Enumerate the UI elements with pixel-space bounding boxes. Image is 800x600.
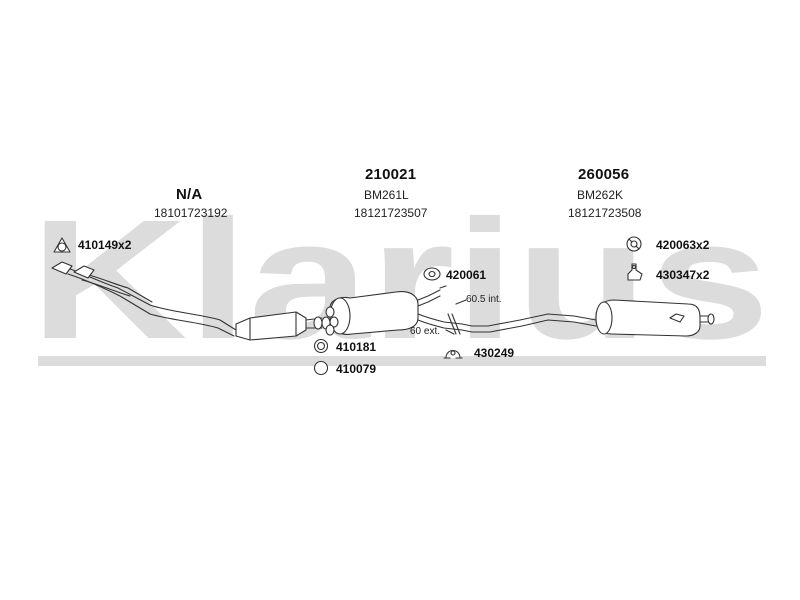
dimension-internal: 60.5 int. xyxy=(466,294,502,305)
section-1-ref: 18101723192 xyxy=(154,206,228,220)
front-pipe xyxy=(51,261,237,337)
watermark-underline xyxy=(38,356,766,366)
part-label-410181: 410181 xyxy=(336,340,377,354)
section-2-ref: 18121723507 xyxy=(354,206,428,220)
clamp-icon xyxy=(443,349,463,359)
section-1-number: N/A xyxy=(176,186,203,203)
gasket-icon xyxy=(53,237,71,253)
part-label-410149x2: 410149x2 xyxy=(78,238,132,252)
olive-ring-icon xyxy=(313,360,329,376)
sealing-ring-icon xyxy=(313,338,329,354)
front-silencer xyxy=(235,311,331,341)
intermediate-pipe xyxy=(447,313,597,335)
part-label-420063x2: 420063x2 xyxy=(656,238,710,252)
part-label-410079: 410079 xyxy=(336,362,377,376)
part-label-420061: 420061 xyxy=(446,268,487,282)
dimension-int-leader xyxy=(455,299,467,305)
dimension-ext-leader xyxy=(445,329,455,335)
middle-silencer xyxy=(325,285,463,336)
section-2-code: BM261L xyxy=(364,188,409,202)
section-3-ref: 18121723508 xyxy=(568,206,642,220)
dimension-external: 60 ext. xyxy=(410,326,441,337)
hanger-bracket-icon xyxy=(627,263,643,281)
mounting-ring-icon xyxy=(626,236,642,252)
part-label-430249: 430249 xyxy=(474,346,515,360)
rubber-ring-icon xyxy=(423,267,441,281)
section-3-code: BM262K xyxy=(577,188,624,202)
part-label-430347x2: 430347x2 xyxy=(656,268,710,282)
section-3-number: 260056 xyxy=(578,166,630,183)
section-2-number: 210021 xyxy=(365,166,417,183)
watermark-text: Klarius xyxy=(30,185,770,375)
rear-silencer xyxy=(595,299,715,337)
